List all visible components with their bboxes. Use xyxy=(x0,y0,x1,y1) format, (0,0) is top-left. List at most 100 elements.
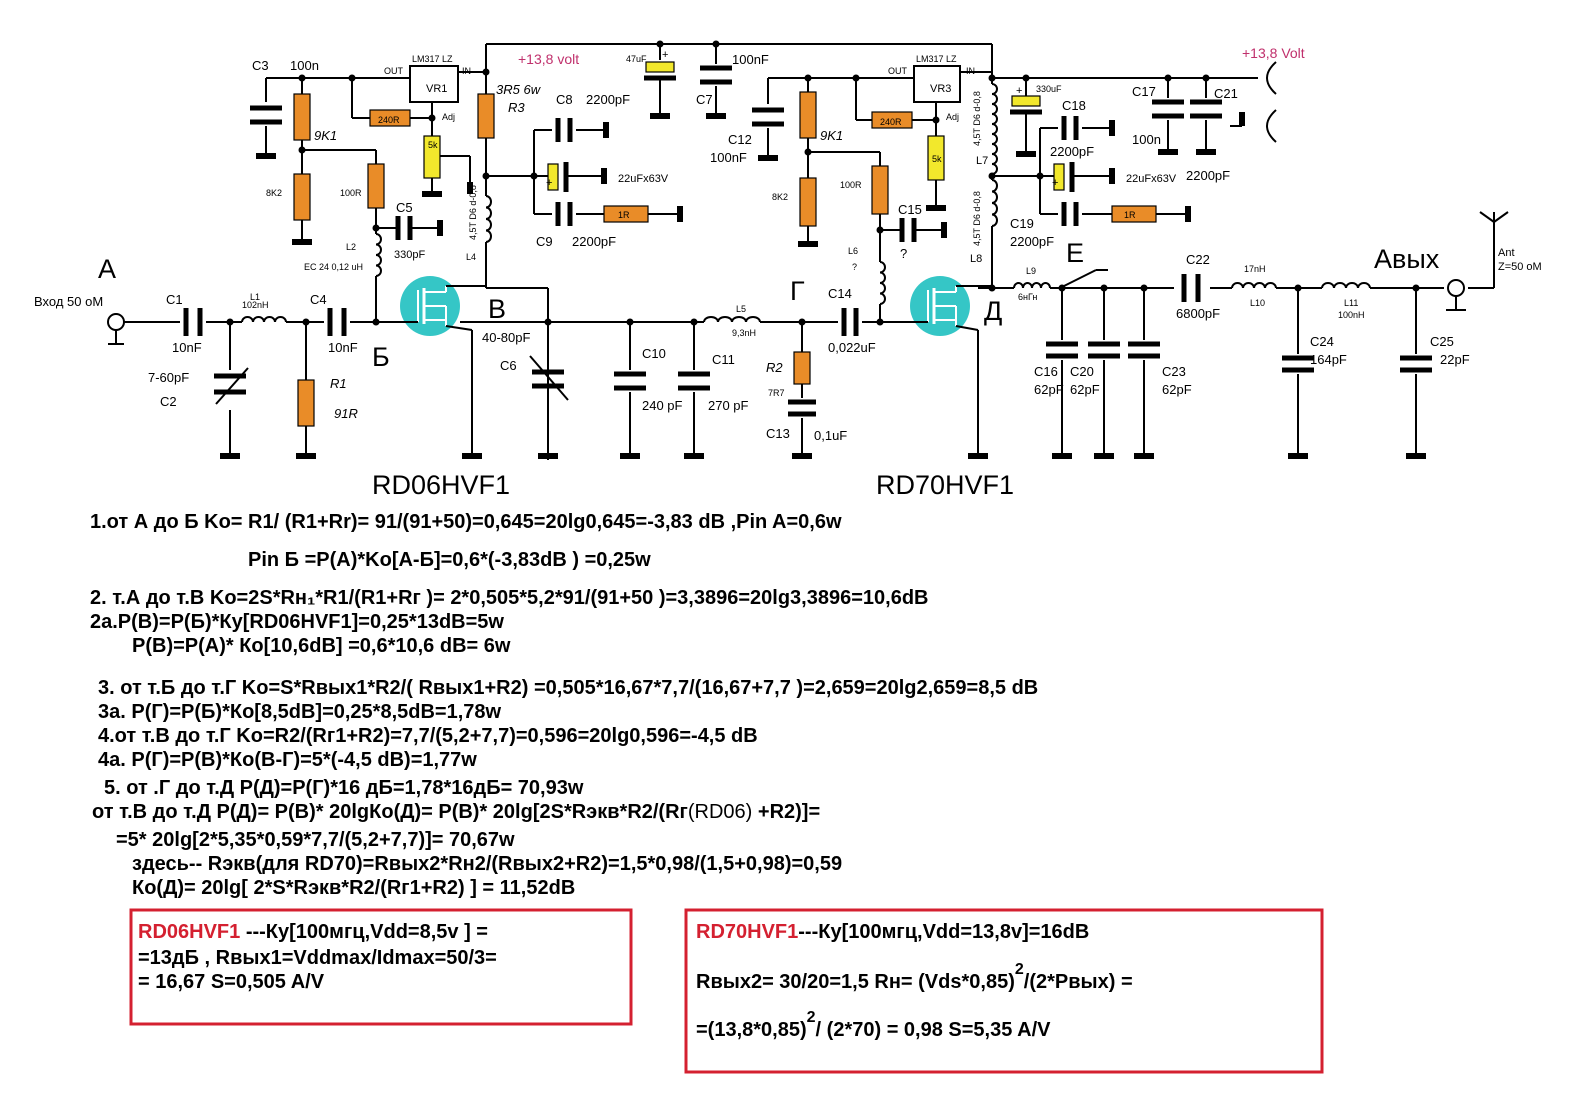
ground-symbols xyxy=(108,112,1466,459)
input-connector xyxy=(107,313,125,331)
svg-text:RD70HVF1---Ку[100мгц,Vdd=13,8v: RD70HVF1---Ку[100мгц,Vdd=13,8v]=16dB xyxy=(696,921,1089,943)
vr3-out-label: OUT xyxy=(888,66,908,76)
svg-text:C22: C22 xyxy=(1186,252,1210,267)
svg-text:91R: 91R xyxy=(334,406,358,421)
svg-text:C25: C25 xyxy=(1430,334,1454,349)
svg-text:C3: C3 xyxy=(252,58,269,73)
svg-text:C14: C14 xyxy=(828,286,852,301)
svg-text:22pF: 22pF xyxy=(1440,352,1470,367)
svg-text:C17: C17 xyxy=(1132,84,1156,99)
svg-text:10nF: 10nF xyxy=(328,340,358,355)
transistor-2-label: RD70HVF1 xyxy=(876,470,1014,500)
calc-line-1b: Pin Б =P(A)*Ko[A-Б]=0,6*(-3,83dB ) =0,25… xyxy=(248,549,651,571)
svg-text:?: ? xyxy=(852,262,857,272)
svg-text:100nH: 100nH xyxy=(1338,310,1365,320)
node-g-label: Г xyxy=(790,276,805,306)
svg-text:100R: 100R xyxy=(340,188,362,198)
svg-text:2200pF: 2200pF xyxy=(586,92,630,107)
elec-plus-a: + xyxy=(546,177,552,189)
svg-text:C24: C24 xyxy=(1310,334,1334,349)
calc-line-2b: Р(В)=Р(А)* Ко[10,6dB] =0,6*10,6 dB= 6w xyxy=(132,635,511,657)
supply-label-2: +13,8 Volt xyxy=(1242,45,1305,61)
node-d-label: Д xyxy=(984,296,1002,326)
svg-text:L1: L1 xyxy=(250,292,260,302)
calc-line-6: от т.В до т.Д Р(Д)= Р(В)* 20lgКо(Д)= Р(В… xyxy=(92,801,820,823)
svg-text:1R: 1R xyxy=(618,210,630,220)
info-box-rd70hvf1: RD70HVF1---Ку[100мгц,Vdd=13,8v]=16dB Rвы… xyxy=(684,908,1324,1074)
calc-line-1: 1.от А до Б Ko= R1/ (R1+Rr)= 91/(91+50)=… xyxy=(90,511,842,533)
svg-text:9K1: 9K1 xyxy=(820,128,843,143)
potentiometer-b xyxy=(927,135,945,181)
svg-text:100n: 100n xyxy=(1132,132,1161,147)
calc-line-3a: 3а. Р(Г)=Р(Б)*Ко[8,5dB]=0,25*8,5dB=1,78w xyxy=(98,701,502,723)
svg-text:L5: L5 xyxy=(736,304,746,314)
calc-line-4a: 4а. Р(Г)=Р(В)*Ко(В-Г)=5*(-4,5 dB)=1,77w xyxy=(98,749,477,771)
svg-text:240 pF: 240 pF xyxy=(642,398,683,413)
svg-text:C12: C12 xyxy=(728,132,752,147)
info-box-rd06hvf1: RD06HVF1 ---Ку[100мгц,Vdd=8,5v ] = =13дБ… xyxy=(129,908,633,1026)
svg-text:22uFx63V: 22uFx63V xyxy=(618,173,669,185)
svg-text:2200pF: 2200pF xyxy=(1010,234,1054,249)
svg-text:330uF: 330uF xyxy=(1036,84,1062,94)
calc-line-5: 5. от .Г до т.Д Р(Д)=Р(Г)*16 дБ=1,78*16д… xyxy=(104,777,584,799)
input-label: Вход 50 оМ xyxy=(34,294,103,309)
svg-text:=13дБ , Rвых1=Vddmax/Idmax=50/: =13дБ , Rвых1=Vddmax/Idmax=50/3= xyxy=(138,947,497,969)
svg-text:4,5T D6 d-0,8: 4,5T D6 d-0,8 xyxy=(972,91,982,146)
vr1-type-label: LM317 LZ xyxy=(412,54,453,64)
svg-text:2200pF: 2200pF xyxy=(1186,168,1230,183)
calc-line-2: 2. т.А до т.В Ko=2S*Rн₁*R1/(R1+Rг )= 2*0… xyxy=(90,587,928,609)
svg-text:100R: 100R xyxy=(840,180,862,190)
calc-line-7: =5* 20lg[2*5,35*0,59*7,7/(5,2+7,7)]= 70,… xyxy=(116,829,515,851)
component-labels: A Б В Г Д Е Авых Вход 50 оМ +13,8 volt +… xyxy=(34,45,1542,500)
svg-text:240R: 240R xyxy=(378,115,400,125)
transistor-rd70hvf1 xyxy=(910,276,992,336)
svg-text:330pF: 330pF xyxy=(394,249,425,261)
svg-text:3R5 6w: 3R5 6w xyxy=(496,82,542,97)
capacitors xyxy=(183,61,1432,417)
svg-text:C16: C16 xyxy=(1034,364,1058,379)
svg-text:C6: C6 xyxy=(500,358,517,373)
svg-text:4,5T D6 d-0,8: 4,5T D6 d-0,8 xyxy=(468,185,478,240)
vr3-type-label: LM317 LZ xyxy=(916,54,957,64)
svg-text:L4: L4 xyxy=(466,252,476,262)
svg-text:= 16,67 S=0,505 A/V: = 16,67 S=0,505 A/V xyxy=(138,971,325,993)
svg-text:=(13,8*0,85)2/ (2*70) = 0,98: =(13,8*0,85)2/ (2*70) = 0,98 S=5,35 A/V xyxy=(696,1009,1051,1041)
svg-text:7-60pF: 7-60pF xyxy=(148,370,189,385)
calc-line-8: здесь-- Rэкв(для RD70)=Rвых2*Rн2/(Rвых2+… xyxy=(132,853,842,875)
calc-line-4: 4.от т.В до т.Г Ko=R2/(Rг1+R2)=7,7/(5,2+… xyxy=(98,725,758,747)
svg-text:L10: L10 xyxy=(1250,298,1265,308)
svg-text:C13: C13 xyxy=(766,426,790,441)
vr1-label: VR1 xyxy=(426,83,447,95)
svg-text:C23: C23 xyxy=(1162,364,1186,379)
node-a-label: A xyxy=(98,254,116,284)
svg-text:L9: L9 xyxy=(1026,266,1036,276)
svg-text:?: ? xyxy=(900,246,907,261)
calculations: 1.от А до Б Ko= R1/ (R1+Rr)= 91/(91+50)=… xyxy=(90,511,1038,899)
svg-text:8K2: 8K2 xyxy=(772,192,788,202)
calc-line-9: Ко(Д)= 20lg[ 2*S*Rэкв*R2/(Rг1+R2) ] = 11… xyxy=(132,877,575,899)
svg-text:270 pF: 270 pF xyxy=(708,398,749,413)
svg-text:R1: R1 xyxy=(330,376,347,391)
antenna-icon xyxy=(1479,211,1509,223)
inductors xyxy=(241,83,1371,323)
svg-text:6800pF: 6800pF xyxy=(1176,306,1220,321)
transistor-1-label: RD06HVF1 xyxy=(372,470,510,500)
svg-text:22uFx63V: 22uFx63V xyxy=(1126,173,1177,185)
svg-text:10nF: 10nF xyxy=(172,340,202,355)
supply-connector-top xyxy=(1266,61,1277,95)
svg-text:40-80pF: 40-80pF xyxy=(482,330,530,345)
supply-connector-bottom xyxy=(1266,109,1277,143)
svg-text:17nH: 17nH xyxy=(1244,264,1266,274)
svg-text:L2: L2 xyxy=(346,242,356,252)
resistors xyxy=(293,91,1157,427)
transistor-rd06hvf1 xyxy=(400,276,486,336)
svg-text:C7: C7 xyxy=(696,92,713,107)
svg-text:RD06HVF1 ---Ку[100мгц,Vdd=8,5: RD06HVF1 ---Ку[100мгц,Vdd=8,5v ] = xyxy=(138,921,488,943)
supply-label-1: +13,8 volt xyxy=(518,51,579,67)
svg-text:9,3nH: 9,3nH xyxy=(732,328,756,338)
svg-text:R3: R3 xyxy=(508,100,525,115)
svg-text:0,1uF: 0,1uF xyxy=(814,428,847,443)
svg-text:2200pF: 2200pF xyxy=(572,234,616,249)
